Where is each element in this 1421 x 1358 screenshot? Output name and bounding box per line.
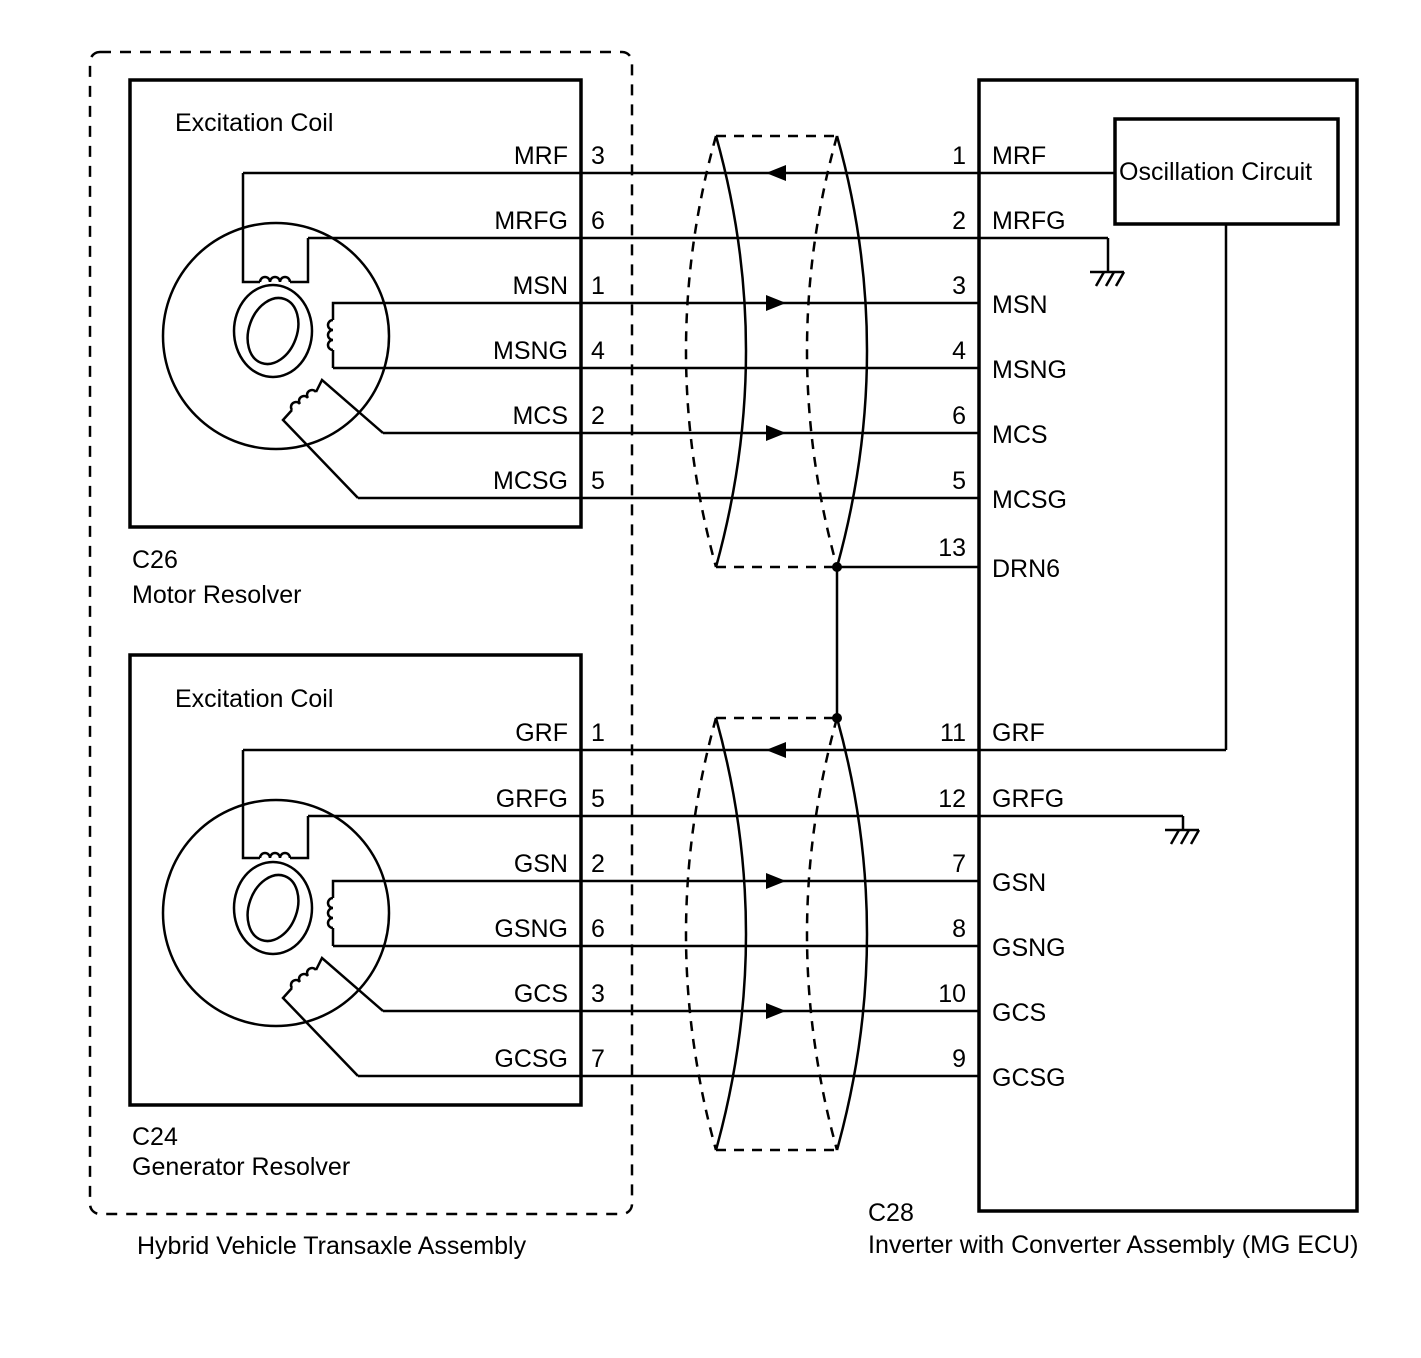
ecu-signal-name: GCS bbox=[992, 999, 1046, 1027]
ecu-pin-number: 4 bbox=[952, 337, 966, 365]
transaxle-assembly-boundary bbox=[88, 50, 634, 1216]
motor-pin-number: 1 bbox=[591, 272, 605, 300]
ecu-signal-name: MRFG bbox=[992, 207, 1066, 235]
ecu-name-label: Inverter with Converter Assembly (MG ECU… bbox=[868, 1231, 1358, 1259]
motor-signal-name: MRF bbox=[514, 142, 568, 170]
ecu-signal-name: MRF bbox=[992, 142, 1046, 170]
arrow-right-icon bbox=[766, 425, 786, 441]
ground-icon bbox=[979, 814, 1201, 845]
generator-connector-label: C24 bbox=[132, 1123, 178, 1151]
ecu-signal-name: GSN bbox=[992, 869, 1046, 897]
motor-excitation-coil-label: Excitation Coil bbox=[175, 109, 333, 137]
cos-coil-icon bbox=[289, 388, 317, 411]
arrow-right-icon bbox=[766, 1003, 786, 1019]
motor-signal-name: MCS bbox=[512, 402, 568, 430]
motor-pin-number: 3 bbox=[591, 142, 605, 170]
generator-signal-name: GRF bbox=[515, 719, 568, 747]
generator-pin-number: 5 bbox=[591, 785, 605, 813]
motor-name-label: Motor Resolver bbox=[132, 581, 302, 609]
arrow-left-icon bbox=[766, 742, 786, 758]
generator-name-label: Generator Resolver bbox=[132, 1153, 350, 1181]
ecu-pin-number: 1 bbox=[952, 142, 966, 170]
generator-signal-name: GSNG bbox=[494, 915, 568, 943]
ecu-signal-name: MSNG bbox=[992, 356, 1067, 384]
generator-pin-number: 1 bbox=[591, 719, 605, 747]
motor-resolver-symbol bbox=[161, 173, 391, 499]
ecu-box bbox=[977, 78, 1359, 1213]
generator-signal-name: GCS bbox=[514, 980, 568, 1008]
arrow-left-icon bbox=[766, 165, 786, 181]
ecu-signal-name: MCSG bbox=[992, 486, 1067, 514]
ecu-pin-number: 8 bbox=[952, 915, 966, 943]
motor-pin-number: 2 bbox=[591, 402, 605, 430]
ecu-signal-name: GCSG bbox=[992, 1064, 1066, 1092]
ecu-pin-number: 9 bbox=[952, 1045, 966, 1073]
arrow-right-icon bbox=[766, 873, 786, 889]
ecu-pin-number: 7 bbox=[952, 850, 966, 878]
oscillation-circuit-label: Oscillation Circuit bbox=[1119, 158, 1312, 186]
generator-pin-number: 3 bbox=[591, 980, 605, 1008]
generator-pin-number: 2 bbox=[591, 850, 605, 878]
ecu-signal-name: GRF bbox=[992, 719, 1045, 747]
ecu-pin-number: 5 bbox=[952, 467, 966, 495]
generator-signal-name: GSN bbox=[514, 850, 568, 878]
motor-shield bbox=[684, 134, 869, 569]
ecu-signal-name: GSNG bbox=[992, 934, 1066, 962]
ecu-signal-name: MCS bbox=[992, 421, 1048, 449]
motor-signal-name: MRFG bbox=[494, 207, 568, 235]
assembly-label: Hybrid Vehicle Transaxle Assembly bbox=[137, 1232, 527, 1260]
generator-pin-number: 6 bbox=[591, 915, 605, 943]
drain-ecu-name: DRN6 bbox=[992, 555, 1060, 583]
ecu-signal-name: GRFG bbox=[992, 785, 1064, 813]
ecu-pin-number: 6 bbox=[952, 402, 966, 430]
sin-coil-icon bbox=[326, 318, 334, 352]
ecu-pin-number: 10 bbox=[938, 980, 966, 1008]
ground-icon bbox=[979, 236, 1126, 287]
generator-shield bbox=[684, 716, 869, 1152]
motor-signal-name: MSN bbox=[512, 272, 568, 300]
excitation-coil-icon bbox=[258, 275, 292, 283]
sin-coil-icon bbox=[326, 896, 334, 930]
ecu-connector-label: C28 bbox=[868, 1199, 914, 1227]
motor-pin-number: 5 bbox=[591, 467, 605, 495]
ecu-pin-number: 12 bbox=[938, 785, 966, 813]
motor-pin-number: 6 bbox=[591, 207, 605, 235]
generator-resolver-symbol bbox=[161, 750, 391, 1077]
generator-signal-name: GRFG bbox=[496, 785, 568, 813]
ecu-pin-number: 11 bbox=[940, 719, 966, 747]
generator-signal-name: GCSG bbox=[494, 1045, 568, 1073]
ecu-signal-name: MSN bbox=[992, 291, 1048, 319]
generator-pin-number: 7 bbox=[591, 1045, 605, 1073]
ecu-pin-number: 3 bbox=[952, 272, 966, 300]
ecu-pin-number: 2 bbox=[952, 207, 966, 235]
drain-ecu-pin: 13 bbox=[938, 534, 966, 562]
motor-pin-number: 4 bbox=[591, 337, 605, 365]
motor-connector-label: C26 bbox=[132, 546, 178, 574]
cos-coil-icon bbox=[289, 966, 317, 989]
motor-signal-name: MSNG bbox=[493, 337, 568, 365]
motor-signal-name: MCSG bbox=[493, 467, 568, 495]
generator-excitation-coil-label: Excitation Coil bbox=[175, 685, 333, 713]
excitation-coil-icon bbox=[258, 851, 292, 859]
arrow-right-icon bbox=[766, 295, 786, 311]
